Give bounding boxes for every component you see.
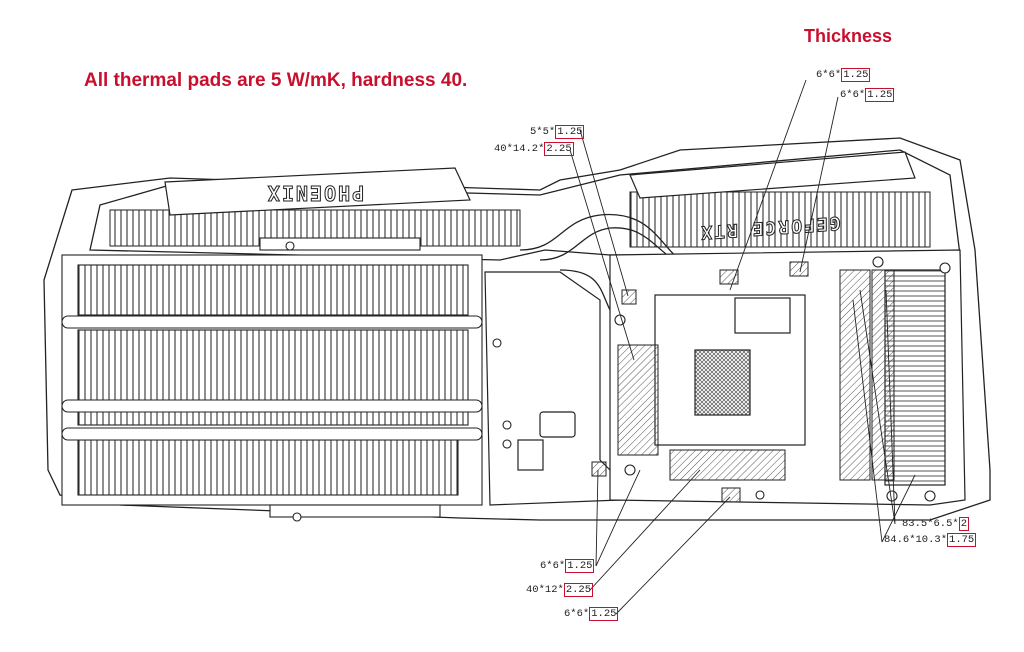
callout-thickness: 1.25 — [555, 125, 585, 139]
phoenix-plate — [164, 167, 471, 216]
screw — [755, 490, 765, 500]
heatpipe-1 — [61, 315, 483, 329]
leader-c2 — [799, 96, 839, 273]
gpu-die — [694, 349, 751, 416]
thermal-pad-83.5x6.5 — [871, 269, 895, 481]
baseplate-tab — [734, 297, 791, 334]
leader-c5 — [859, 289, 896, 525]
callout-dims: 6*6* — [540, 560, 566, 572]
bracket-top-left — [259, 237, 421, 251]
heatpipe-3 — [61, 427, 483, 441]
screw — [924, 490, 936, 502]
callout-thickness: 1.25 — [865, 88, 895, 102]
screw — [939, 262, 951, 274]
screw — [292, 512, 302, 522]
callout-dims: 6*6* — [564, 608, 590, 620]
screw — [502, 439, 512, 449]
plate-slot — [539, 411, 576, 438]
leader-c8 — [589, 469, 701, 591]
screw — [624, 464, 636, 476]
right-fin-bank — [884, 269, 946, 486]
callout-c6: 84.6*10.3*1.75 — [884, 533, 977, 547]
fins-left-a — [77, 264, 469, 316]
callout-dims: 40*14.2* — [494, 143, 545, 155]
callout-c2: 6*6*1.25 — [840, 88, 895, 102]
callout-thickness: 1.75 — [947, 533, 977, 547]
callout-thickness: 2.25 — [544, 142, 574, 156]
thermal-pad-5x5 — [621, 289, 637, 305]
thermal-pad-6x6-b — [719, 269, 739, 285]
callout-thickness: 1.25 — [565, 559, 595, 573]
callout-c3: 5*5*1.25 — [530, 125, 585, 139]
heatpipe-2 — [61, 399, 483, 413]
thickness-header: Thickness — [804, 26, 893, 46]
thermal-pad-6x6-c — [591, 461, 607, 477]
thermal-pad-84.6x10.3 — [839, 269, 871, 481]
thermal-pad-note: All thermal pads are 5 W/mK, hardness 40… — [84, 70, 468, 91]
callout-thickness: 1.25 — [589, 607, 619, 621]
callout-dims: 6*6* — [816, 69, 842, 81]
leader-c1 — [729, 79, 807, 291]
leader-c3 — [579, 129, 629, 297]
brand-text-phoenix: PHOENIX — [266, 181, 364, 205]
callout-c7: 6*6*1.25 — [540, 559, 595, 573]
screw — [886, 490, 898, 502]
thermal-pad-6x6-a — [789, 261, 809, 277]
plate-window — [517, 439, 544, 471]
callout-thickness: 2 — [958, 517, 970, 531]
thermal-pad-6x6-d — [721, 487, 741, 503]
geforce-plate — [629, 151, 916, 199]
heatpipe-curve-3 — [559, 269, 611, 311]
thermal-pad-40x12 — [669, 449, 786, 481]
callout-dims: 6*6* — [840, 89, 866, 101]
callout-c8: 40*12*2.25 — [526, 583, 594, 597]
leader-c6 — [852, 299, 916, 543]
fins-left-c — [77, 439, 459, 496]
screw — [872, 256, 884, 268]
shroud-outline — [43, 137, 991, 521]
screw — [502, 420, 512, 430]
callout-c4: 40*14.2*2.25 — [494, 142, 574, 156]
heatpipe-curve-1 — [519, 213, 681, 261]
callout-dims: 84.6*10.3* — [884, 534, 948, 546]
callout-dims: 5*5* — [530, 126, 556, 138]
screw — [492, 338, 502, 348]
callout-c5: 83.5*6.5*2 — [902, 517, 970, 531]
leader-c9 — [615, 496, 731, 615]
callout-c9: 6*6*1.25 — [564, 607, 619, 621]
callout-thickness: 1.25 — [841, 68, 871, 82]
callout-c1: 6*6*1.25 — [816, 68, 871, 82]
screw — [614, 314, 626, 326]
leader-c4 — [569, 149, 635, 361]
callout-dims: 40*12* — [526, 584, 564, 596]
leader-c7 — [595, 469, 641, 567]
fins-top-right — [629, 191, 931, 248]
screw — [285, 241, 295, 251]
callout-thickness: 2.25 — [563, 583, 594, 597]
bracket-bottom-left — [269, 504, 441, 518]
callout-dims: 83.5*6.5* — [902, 518, 959, 530]
thermal-pad-40x14.2 — [617, 344, 659, 456]
